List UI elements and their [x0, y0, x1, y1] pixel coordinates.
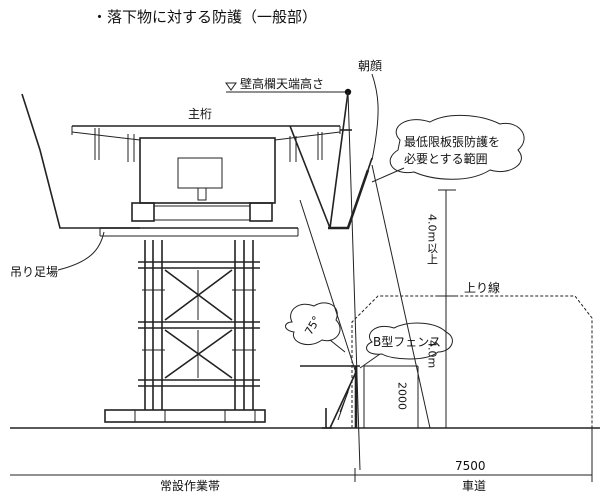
dim-2000-label: 2000 [396, 382, 409, 410]
dimension-7500: 7500 [354, 428, 593, 482]
protection-range-label-2: 必要とする範囲 [404, 151, 488, 166]
main-girder: 主桁 [21, 93, 352, 237]
diagram-title: ・落下物に対する防護（一般部） [92, 8, 317, 26]
protection-range-label-1: 最低限板張防護を [404, 134, 500, 149]
main-girder-label: 主桁 [188, 107, 212, 121]
support-scaffold [104, 240, 266, 423]
wall-height-marker: 壁高欄天端高さ [225, 76, 352, 96]
b-type-fence: B型フェンス [300, 322, 453, 429]
dimension-4m: 4.0m [426, 296, 456, 429]
hanging-scaffold: 吊り足場 [10, 231, 105, 279]
dim-4m-upper-label: 4.0m以上 [426, 214, 439, 264]
dimension-4m-upper: 4.0m以上 [426, 189, 456, 297]
dim-4m-label: 4.0m [426, 340, 439, 368]
protection-range-callout: 最低限板張防護を 必要とする範囲 [371, 114, 525, 183]
hanging-scaffold-label: 吊り足場 [10, 265, 58, 279]
fence-label: B型フェンス [373, 335, 441, 349]
dimension-2000: 2000 [363, 365, 419, 428]
asagao-label: 朝顔 [358, 58, 382, 73]
roadway-label: 車道 [462, 479, 486, 493]
up-line-label: 上り線 [464, 280, 500, 295]
angle-label: 75° [302, 314, 323, 337]
dim-7500-label: 7500 [455, 459, 486, 473]
asagao-protection: 朝顔 [299, 58, 382, 371]
wall-height-label: 壁高欄天端高さ [240, 76, 324, 91]
vehicle-envelope: 上り線 [351, 280, 593, 428]
work-zone-label: 常設作業帯 [160, 478, 220, 493]
